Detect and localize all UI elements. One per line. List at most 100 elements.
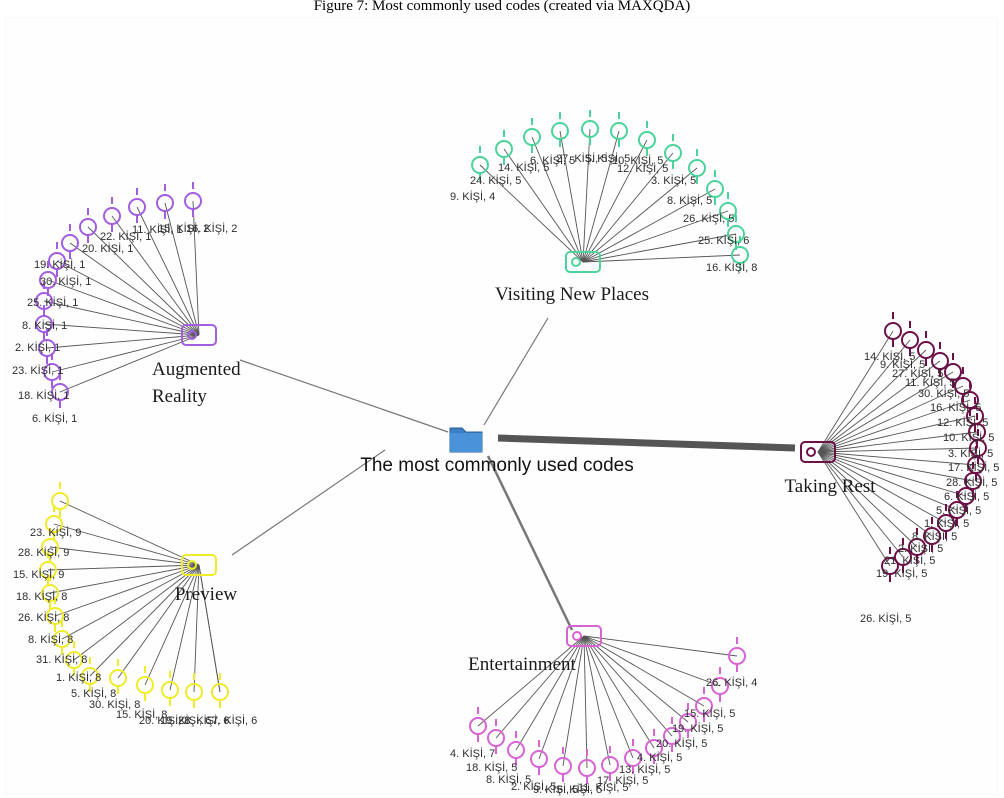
- member-spoke: [69, 242, 200, 336]
- theme-connectors: [231, 317, 796, 631]
- member-label: 26. KİŞİ, 8: [18, 611, 69, 624]
- person-icon: [731, 236, 749, 271]
- member-label: 20. KİŞİ, 5: [656, 737, 707, 750]
- folder-icon: [449, 427, 483, 453]
- member-spoke: [51, 334, 200, 373]
- person-icon: [719, 192, 737, 227]
- member-label: 11. KİŞİ, 1: [132, 223, 183, 236]
- member-label: 8. KİŞİ, 8: [28, 633, 73, 646]
- member-label: 16. KİŞİ, 8: [706, 261, 757, 274]
- member-spoke: [583, 635, 738, 657]
- person-icon: [610, 112, 628, 147]
- member-label: 26. KİŞİ, 5: [860, 612, 911, 625]
- person-icon: [944, 353, 962, 388]
- person-icon: [495, 130, 513, 165]
- member-label: 4. KİŞİ, 5: [637, 751, 682, 764]
- member-spoke: [59, 500, 200, 566]
- member-spoke: [817, 451, 904, 558]
- member-label: 25. KİŞİ, 6: [698, 234, 749, 247]
- person-icon: [881, 547, 899, 582]
- member-spoke: [47, 564, 200, 571]
- member-spoke: [583, 635, 705, 707]
- member-spoke: [817, 451, 977, 466]
- member-spoke: [61, 564, 200, 640]
- theme-label: Taking Rest: [784, 476, 876, 497]
- member-label: 13. KİŞİ, 5: [619, 763, 670, 776]
- member-label: 9. KİŞİ, 5: [533, 783, 578, 796]
- central-node: The most commonly used codes: [360, 427, 634, 476]
- member-spoke: [47, 279, 200, 336]
- person-icon: [103, 197, 121, 232]
- member-spoke: [89, 564, 200, 677]
- member-label: 20. KİŞİ, 8: [139, 714, 190, 727]
- person-icon: [554, 747, 572, 782]
- member-spoke: [583, 635, 673, 737]
- member-label: 8. KİŞİ, 5: [486, 773, 531, 786]
- person-icon: [728, 637, 746, 672]
- person-icon: [581, 110, 599, 145]
- connector-line-augmented-reality: [239, 359, 449, 433]
- theme-group-entertainment: 4. KİŞİ, 718. KİŞİ, 58. KİŞİ, 52. KİŞİ, …: [450, 625, 757, 796]
- member-spoke: [73, 564, 200, 661]
- member-label: 25. KİŞİ, 1: [27, 296, 78, 309]
- member-label: 6. KİŞİ, 5: [557, 783, 602, 796]
- person-icon: [601, 746, 619, 781]
- member-spoke: [144, 564, 200, 686]
- member-spoke: [582, 233, 737, 263]
- member-label: 19. KİŞİ, 5: [876, 567, 927, 580]
- member-label: 19. KİŞİ, 5: [672, 722, 723, 735]
- member-label: 12. KİŞİ, 5: [617, 162, 668, 175]
- member-label: 6. KİŞİ, 1: [32, 412, 77, 425]
- theme-group-visiting-new-places: 9. KİŞİ, 424. KİŞİ, 514. KİŞİ, 56. KİŞİ,…: [450, 110, 757, 305]
- person-icon: [184, 182, 202, 217]
- member-spoke: [583, 635, 588, 769]
- person-icon: [884, 312, 902, 347]
- person-icon: [51, 482, 69, 517]
- person-icon: [523, 118, 541, 153]
- member-label: 3. KİŞİ, 5: [948, 447, 993, 460]
- person-icon: [679, 703, 697, 738]
- person-icon: [664, 134, 682, 169]
- member-spoke: [582, 139, 648, 263]
- person-icon: [711, 667, 729, 702]
- member-label: 8. KİŞİ, 5: [912, 530, 957, 543]
- member-label: 26. KİŞİ, 4: [706, 676, 757, 689]
- member-label: 7. KİŞİ, 6: [212, 714, 257, 727]
- member-label: 11. KİŞİ, 5: [905, 376, 956, 389]
- member-spoke: [46, 334, 200, 349]
- person-icon: [61, 224, 79, 259]
- person-icon: [663, 717, 681, 752]
- member-spokes: [817, 330, 979, 567]
- person-icon: [530, 740, 548, 775]
- person-icon: [81, 657, 99, 692]
- person-icon: [185, 673, 203, 708]
- member-spoke: [817, 431, 978, 453]
- member-label: 15. KİŞİ, 5: [684, 707, 735, 720]
- theme-label: Preview: [175, 584, 238, 605]
- member-label: 17. KİŞİ, 5: [948, 461, 999, 474]
- member-label: 5. KİŞİ, 5: [585, 152, 630, 165]
- person-icon: [45, 505, 63, 540]
- member-spoke: [198, 564, 221, 693]
- person-icon: [624, 739, 642, 774]
- member-spoke: [817, 451, 974, 482]
- member-label: 26. KİŞİ, 5: [683, 212, 734, 225]
- member-spoke: [53, 523, 200, 566]
- person-icon: [48, 242, 66, 277]
- member-label: 15. KİŞİ, 9: [13, 568, 64, 581]
- member-label: 22. KİŞİ, 1: [100, 230, 151, 243]
- member-label: 30. KİŞİ, 8: [89, 698, 140, 711]
- member-spoke: [583, 635, 721, 687]
- member-label: 5. KİŞİ, 5: [936, 504, 981, 517]
- member-label: 27. KİŞİ, 5: [892, 367, 943, 380]
- member-label: 9. KİŞİ, 5: [880, 358, 925, 371]
- person-icon: [931, 342, 949, 377]
- member-label: 1. KİŞİ, 5: [924, 517, 969, 530]
- theme-group-taking-rest: 14. KİŞİ, 59. KİŞİ, 527. KİŞİ, 511. KİŞİ…: [784, 312, 999, 625]
- person-icon: [894, 538, 912, 573]
- theme-label: Reality: [152, 386, 207, 407]
- member-spoke: [582, 254, 741, 263]
- central-label: The most commonly used codes: [360, 455, 634, 476]
- theme-group-preview: 23. KİŞİ, 928. KİŞİ, 915. KİŞİ, 918. KİŞ…: [13, 482, 257, 727]
- theme-groups: 9. KİŞİ, 424. KİŞİ, 514. KİŞİ, 56. KİŞİ,…: [12, 110, 999, 796]
